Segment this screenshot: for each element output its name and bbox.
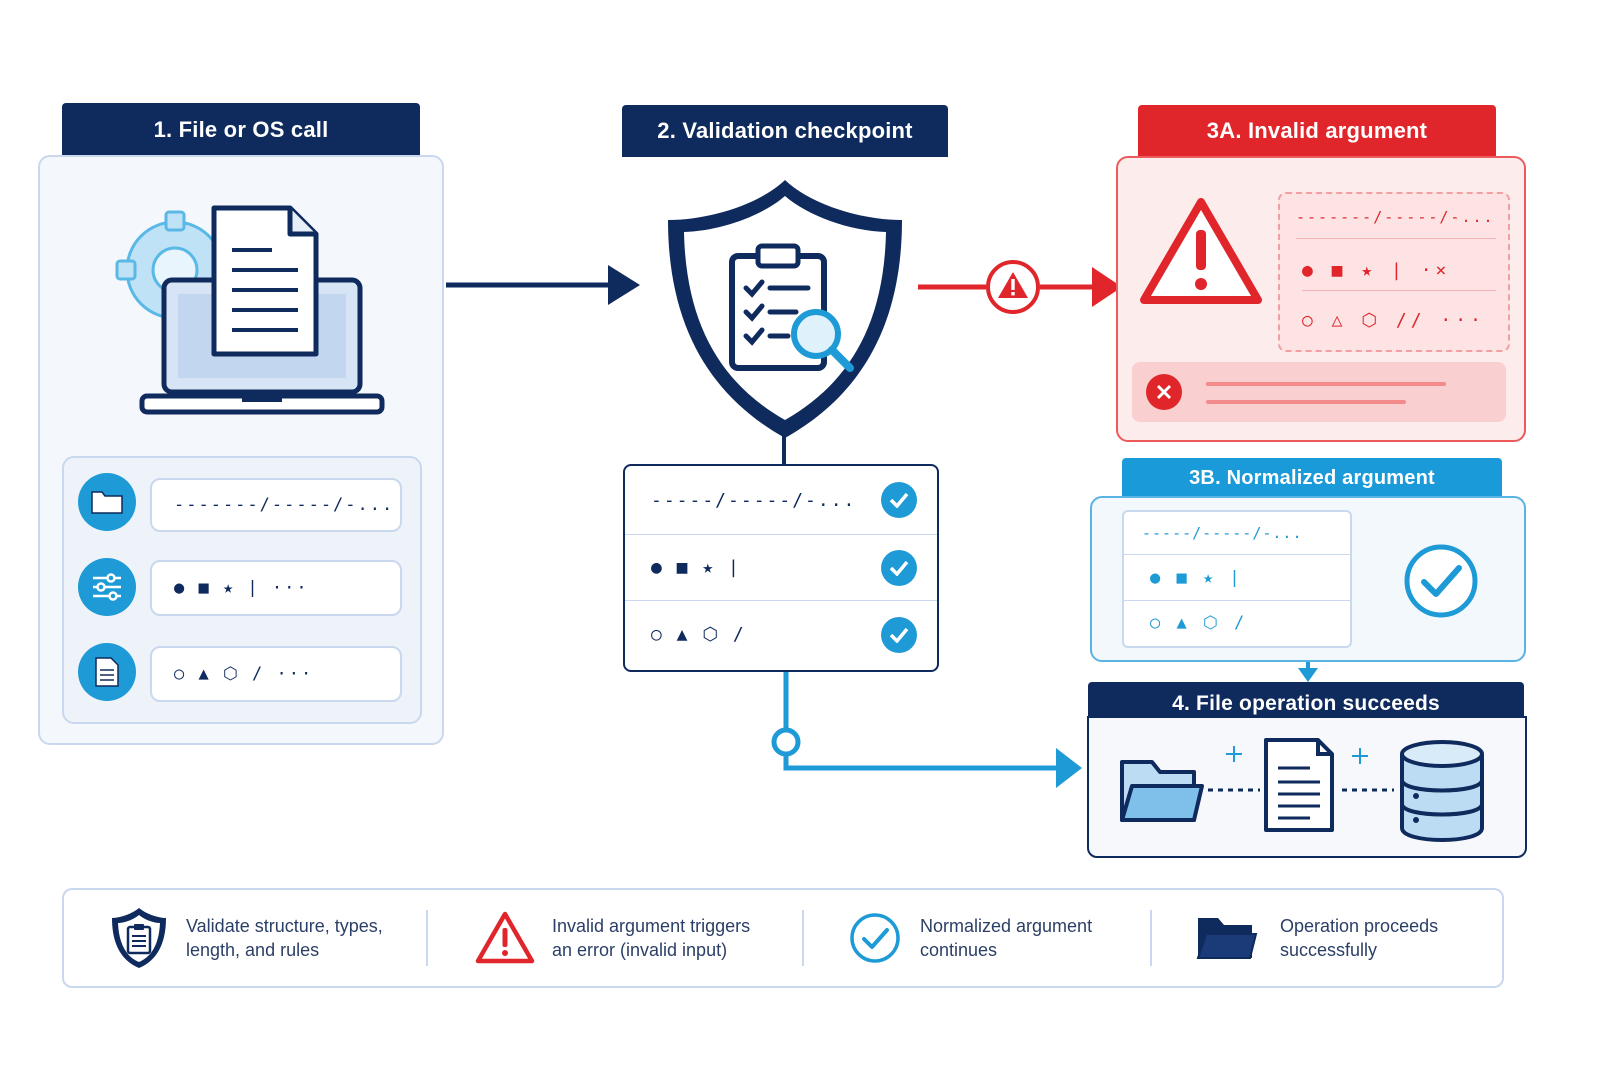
legend-item-success: Operation proceeds successfully xyxy=(1194,890,1438,986)
document-icon xyxy=(1264,738,1334,832)
check-icon xyxy=(881,550,917,586)
invalid-path-row: -------/-----/-... xyxy=(1296,208,1496,239)
options-argument-row: ● ■ ★ | ··· xyxy=(150,560,402,616)
magnifier-icon xyxy=(791,309,854,372)
document-icon xyxy=(211,205,319,357)
options-argument-text: ● ■ ★ | ··· xyxy=(174,578,309,598)
error-bar xyxy=(1132,362,1506,422)
step1-header: 1. File or OS call xyxy=(62,103,420,157)
path-argument-row: -------/-----/-... xyxy=(150,478,402,532)
normalized-table: -----/-----/-... ● ■ ★ | ○ ▲ ⬡ / xyxy=(1122,510,1352,648)
normalized-path-text: -----/-----/-... xyxy=(1142,524,1303,542)
sparkle-icon xyxy=(1226,746,1242,762)
legend-normalized-line1: Normalized argument xyxy=(920,916,1093,936)
step1-title: 1. File or OS call xyxy=(153,117,329,142)
normalized-path-row: -----/-----/-... xyxy=(1124,512,1350,555)
legend-invalid-line1: Invalid argument triggers xyxy=(552,916,751,936)
legend-divider xyxy=(426,910,428,966)
step3b-title: 3B. Normalized argument xyxy=(1189,466,1435,489)
legend-item-validate: Validate structure, types, length, and r… xyxy=(108,890,383,986)
file-icon xyxy=(78,643,136,701)
validated-options-row: ● ■ ★ | xyxy=(625,534,937,600)
validation-table: -----/-----/-... ● ■ ★ | ○ ▲ ⬡ / xyxy=(623,464,939,672)
step3b-header: 3B. Normalized argument xyxy=(1122,458,1502,498)
shield-clipboard-icon xyxy=(112,908,166,968)
validated-shape-row: ○ ▲ ⬡ / xyxy=(625,600,937,668)
legend-item-normalized: Normalized argument continues xyxy=(848,890,1092,986)
legend-validate-line2: length, and rules xyxy=(186,940,320,960)
open-folder-icon xyxy=(1120,760,1204,822)
step4-title: 4. File operation succeeds xyxy=(1172,692,1440,715)
check-circle-icon xyxy=(850,913,900,963)
error-line xyxy=(1206,400,1406,404)
legend-divider xyxy=(802,910,804,966)
success-illustration xyxy=(1120,738,1484,842)
legend-invalid-line2: an error (invalid input) xyxy=(552,940,728,960)
warning-icon xyxy=(475,911,535,964)
invalid-shape-text: ○ △ ⬡ // ··· xyxy=(1302,310,1485,331)
shape-argument-row: ○ ▲ ⬡ / ··· xyxy=(150,646,402,702)
normalized-options-row: ● ■ ★ | xyxy=(1124,555,1350,601)
normalized-shape-text: ○ ▲ ⬡ / xyxy=(1150,612,1248,633)
warning-marker-icon xyxy=(984,258,1042,316)
step3a-title: 3A. Invalid argument xyxy=(1206,118,1428,143)
legend-success-line2: successfully xyxy=(1280,940,1378,960)
invalid-argument-box xyxy=(1278,192,1510,352)
validated-path-row: -----/-----/-... xyxy=(625,466,937,534)
validated-path-text: -----/-----/-... xyxy=(651,489,857,511)
sparkle-icon xyxy=(1352,748,1368,764)
path-argument-text: -------/-----/-... xyxy=(174,495,395,515)
step2-header: 2. Validation checkpoint xyxy=(622,105,948,157)
normalized-shape-row: ○ ▲ ⬡ / xyxy=(1124,601,1350,644)
legend: Validate structure, types, length, and r… xyxy=(62,888,1504,988)
step3a-header: 3A. Invalid argument xyxy=(1138,105,1496,157)
validated-shape-text: ○ ▲ ⬡ / xyxy=(651,624,746,645)
database-icon xyxy=(1400,740,1484,842)
step2-title: 2. Validation checkpoint xyxy=(657,118,913,143)
invalid-options-row: ● ■ ★ | ·× xyxy=(1302,260,1496,291)
invalid-options-text: ● ■ ★ | ·× xyxy=(1302,260,1451,281)
legend-item-invalid: Invalid argument triggers an error (inva… xyxy=(474,890,750,986)
legend-validate-line1: Validate structure, types, xyxy=(186,916,383,936)
normalized-options-text: ● ■ ★ | xyxy=(1150,567,1243,588)
invalid-path-text: -------/-----/-... xyxy=(1296,208,1495,226)
check-icon xyxy=(881,482,917,518)
laptop-document-illustration xyxy=(115,205,385,415)
shield-clipboard-icon xyxy=(668,180,902,438)
check-circle-icon xyxy=(1404,544,1478,618)
legend-normalized-line2: continues xyxy=(920,940,998,960)
sliders-icon xyxy=(78,558,136,616)
check-icon xyxy=(881,617,917,653)
shape-argument-text: ○ ▲ ⬡ / ··· xyxy=(174,664,314,684)
legend-success-line1: Operation proceeds xyxy=(1280,916,1439,936)
legend-divider xyxy=(1150,910,1152,966)
invalid-shape-row: ○ △ ⬡ // ··· xyxy=(1302,310,1496,340)
folder-icon xyxy=(1196,918,1258,959)
folder-icon xyxy=(78,473,136,531)
warning-triangle-icon xyxy=(1140,198,1262,304)
error-x-icon xyxy=(1146,374,1182,410)
error-line xyxy=(1206,382,1446,386)
validated-options-text: ● ■ ★ | xyxy=(651,557,741,578)
